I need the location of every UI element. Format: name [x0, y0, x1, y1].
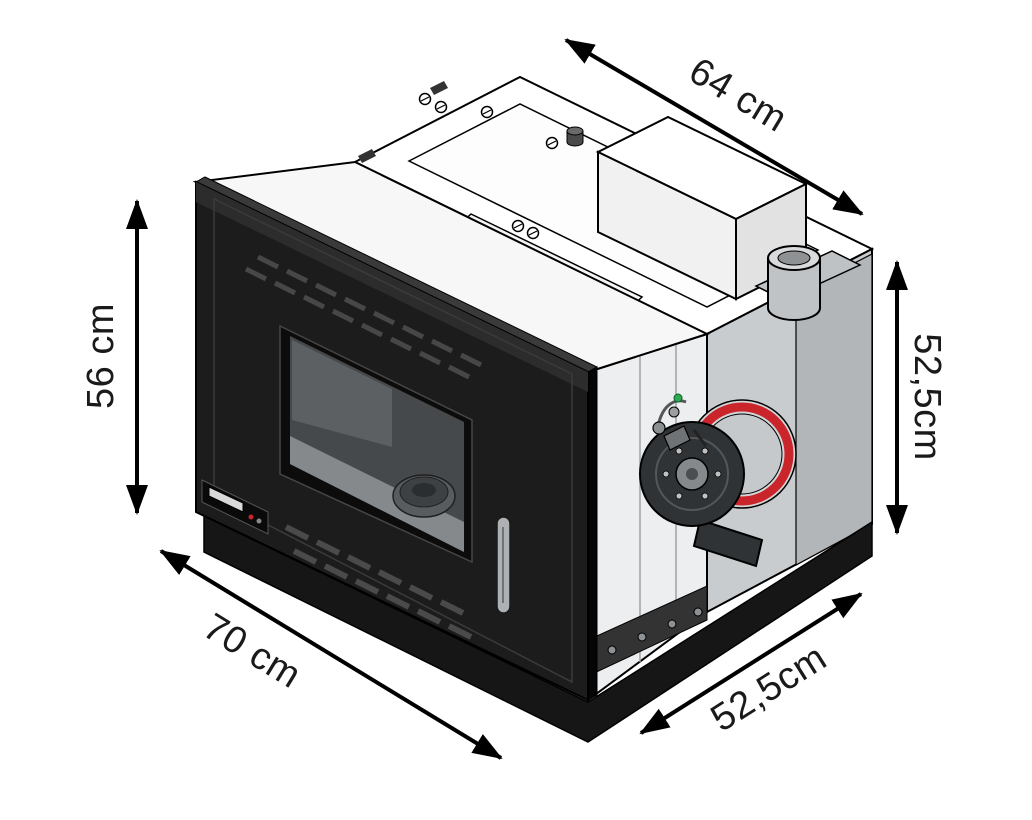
dimension-label-right: 52,5cm — [906, 333, 948, 461]
panel-button — [256, 518, 262, 524]
corner-bracket — [430, 81, 448, 95]
dimension-arrow-bottom-left — [159, 549, 503, 760]
dimension-annotations — [126, 38, 908, 760]
fan-outlet — [692, 518, 764, 568]
valve-indicator — [673, 393, 683, 403]
dimension-arrow-top — [564, 38, 864, 216]
fan-pipe — [657, 399, 687, 423]
control-panel — [201, 479, 269, 535]
vent-slats-top — [244, 254, 483, 380]
flue-pipe — [754, 245, 862, 321]
display-screen — [208, 486, 244, 513]
mounting-screws — [418, 92, 559, 240]
dimension-label-top: 64 cm — [682, 50, 794, 141]
dimension-label-bottom-left: 70 cm — [196, 606, 308, 697]
stove-illustration — [192, 75, 875, 743]
corner-bracket — [358, 149, 376, 163]
power-led — [248, 514, 254, 520]
combustion-fan — [639, 393, 797, 568]
dimension-label-left: 56 cm — [80, 303, 122, 409]
glass-window — [279, 324, 473, 564]
fan-motor — [663, 425, 691, 451]
door-handle — [496, 516, 511, 614]
firebox-floor — [290, 436, 464, 552]
dimension-arrow-bottom-right — [639, 592, 863, 735]
